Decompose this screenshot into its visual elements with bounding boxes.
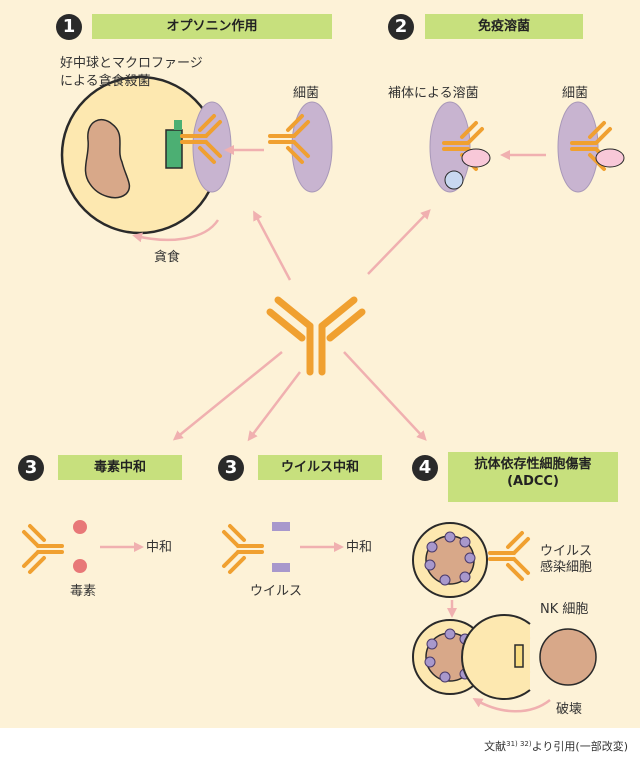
panel-3a-title: 毒素中和 — [58, 455, 182, 480]
footer — [0, 728, 640, 758]
nk-nucleus — [539, 628, 597, 686]
panel-2-number: 2 — [388, 14, 414, 40]
panel-3b-virus-art — [222, 522, 344, 574]
phagocytosis-arrow — [132, 219, 220, 243]
antibody-adcc-top — [488, 531, 530, 581]
panel-4-title: 抗体依存性細胞傷害 (ADCC) — [448, 452, 618, 502]
diagram-art — [22, 75, 625, 713]
nk-cell — [461, 614, 531, 700]
citation-suffix: より引用(一部改変) — [531, 740, 628, 753]
destroy-arrow — [472, 697, 551, 713]
panel-3b-number: 3 — [218, 455, 244, 481]
toxin-neutralized-label: 中和 — [146, 540, 173, 555]
panel-3a-number: 3 — [18, 455, 44, 481]
phagocyte-label-line2: による貪食殺菌 — [60, 74, 151, 89]
citation-prefix: 文献 — [484, 740, 507, 753]
toxin-dot-2 — [73, 559, 87, 573]
antibody-virus — [222, 524, 264, 574]
phagocytosis-label: 貪食 — [154, 250, 181, 265]
panel-2-title: 免疫溶菌 — [425, 14, 583, 39]
virus-label: ウイルス — [250, 584, 303, 599]
citation-refs: 31) 32) — [506, 740, 532, 748]
fc-receptor-green — [165, 129, 183, 169]
complement-2 — [444, 170, 464, 190]
bacteria-label-1: 細菌 — [293, 86, 320, 101]
panel-4-title-line1: 抗体依存性細胞傷害 — [474, 457, 592, 472]
complement-1 — [461, 148, 491, 168]
virus-neutralized-label: 中和 — [346, 540, 373, 555]
virus-2 — [272, 563, 290, 572]
infected-cell-label-line1: ウイルス — [540, 544, 593, 559]
phagocyte-nucleus — [84, 119, 131, 199]
panel-3b-title: ウイルス中和 — [258, 455, 382, 480]
infected-cell-label-line2: 感染細胞 — [540, 560, 593, 575]
panel-4-adcc-art — [412, 522, 597, 713]
complement-3 — [595, 148, 625, 168]
central-antibody — [266, 296, 366, 376]
antibody-toxin — [22, 524, 64, 574]
fc-receptor-tip — [174, 120, 182, 130]
phagocyte-label-line1: 好中球とマクロファージ — [60, 56, 203, 71]
virus-1 — [272, 522, 290, 531]
toxin-dot-1 — [73, 520, 87, 534]
destroy-label: 破壊 — [556, 702, 583, 717]
panel-1-title: オプソニン作用 — [92, 14, 332, 39]
toxin-label: 毒素 — [70, 584, 97, 599]
panel-1-opsonization-art — [60, 75, 333, 243]
panel-4-number: 4 — [412, 455, 438, 481]
radiating-arrows — [172, 209, 431, 442]
panel-2-bacteriolysis-art — [429, 101, 625, 193]
virus-particles-top — [424, 531, 476, 586]
nk-cell-label: NK 細胞 — [540, 602, 589, 617]
citation: 文献31) 32)より引用(一部改変) — [484, 738, 628, 754]
panel-4-title-line2: (ADCC) — [507, 474, 559, 489]
panel-3a-toxin-art — [22, 520, 144, 574]
complement-lysis-label: 補体による溶菌 — [388, 86, 479, 101]
bacteria-label-2: 細菌 — [562, 86, 589, 101]
bacterium-free — [291, 101, 333, 193]
panel-1-number: 1 — [56, 14, 82, 40]
